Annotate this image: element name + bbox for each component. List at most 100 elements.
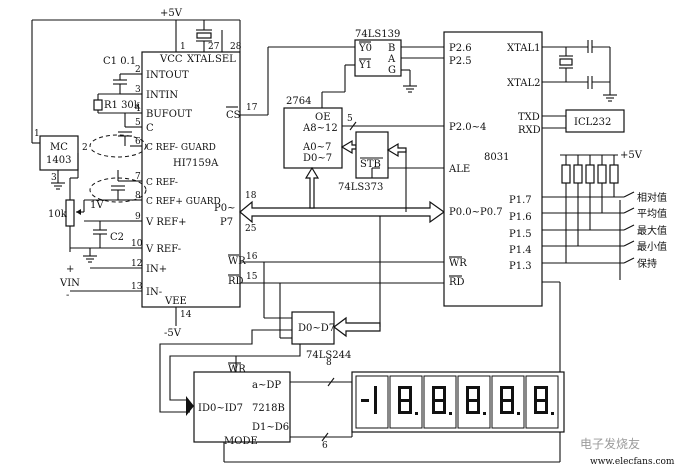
display-digit [389,375,423,429]
hi7159-pin28: 28 [230,42,242,52]
guard-ring-1 [89,134,147,158]
vin-label: VIN [59,278,80,289]
svg-text:6: 6 [135,137,141,147]
svg-text:INTIN: INTIN [146,90,178,101]
icm7218-id: ID0~ID7 [198,403,243,414]
ls139-a: A [387,54,396,65]
chip2764-bus5: 5 [347,114,353,124]
chip2764-name: 2764 [286,96,311,107]
ls139-y0: Y0 [358,43,372,54]
vcc-label: +5V [160,8,183,19]
mc1403-pin2: 2 [82,143,88,153]
hi7159-p7-label: P7 [220,217,233,228]
cpu-pin-p0: P0.0~P0.7 [449,207,503,218]
icm7218-d16: D1~D6 [252,422,289,433]
svg-text:INTOUT: INTOUT [146,70,189,81]
guard-ring-2 [89,177,147,203]
cpu-p16: P1.6 [509,212,532,223]
ls139-b: B [388,43,395,54]
svg-text:IN-: IN- [146,287,162,298]
svg-text:10: 10 [131,239,143,249]
svg-text:9: 9 [135,212,141,222]
data-bus-arrow [239,200,446,224]
r1-label: R1 30k [104,100,141,111]
display-digit [355,375,389,429]
ls139-g: G [388,65,396,76]
hi7159-cs-pin: 17 [246,103,258,113]
svg-text:13: 13 [131,282,143,292]
icm7218-mode: MODE [224,436,258,447]
hi7159-rd-label: RD [228,276,244,287]
icl232-chip [565,109,625,133]
cpu-pin-p26: P2.6 [449,43,472,54]
watermark: 电子发烧友 [580,436,640,451]
cpu-rxd: RXD [518,125,541,136]
vee-label: -5V [164,328,182,339]
potentiometer-10k[interactable] [65,199,75,227]
key-minimum[interactable]: 最小值 [637,240,667,253]
display-digits [355,375,559,429]
svg-text:V REF-: V REF- [145,244,181,255]
key-hold[interactable]: 保持 [637,257,657,270]
pot-label: 10k [48,209,68,220]
hi7159-p0-pin: 18 [245,191,257,201]
cpu-xtal2: XTAL2 [507,78,540,89]
hi7159-xtal-label: XTAL [187,54,214,65]
key-relative[interactable]: 相对值 [637,191,667,204]
svg-text:C REF- GUARD: C REF- GUARD [146,143,216,153]
c1-label: C1 0.1 [103,56,136,67]
svg-text:BUFOUT: BUFOUT [146,109,192,120]
cpu-xtal1: XTAL1 [507,43,540,54]
crystal-hi7159 [196,32,212,39]
hi7159-pin27: 27 [208,42,220,52]
icm7218-chip [193,371,291,443]
ls139-name: 74LS139 [355,29,400,40]
cpu-pin-p25: P2.5 [449,56,472,67]
vin-plus: + [66,264,74,275]
vcc-right-label: +5V [620,150,643,161]
cpu-p13: P1.3 [509,261,532,272]
hi7159-cs-label: CS [226,110,241,121]
icm7218-bus6: 6 [322,441,328,451]
hi7159-chip [141,51,241,308]
cpu-pin-rd: RD [449,277,465,288]
cpu-pin-wr: WR [449,258,467,269]
hi7159-wr-pin: 16 [246,252,258,262]
ls244-chip [291,311,335,345]
hi7159-pin1: 1 [180,42,186,52]
chip2764 [283,107,343,169]
ls373-stb: STB [360,159,381,170]
svg-text:C REF+ GUARD: C REF+ GUARD [146,197,221,207]
display-digit [423,375,457,429]
mc1403-name2: 1403 [46,155,71,166]
key-maximum[interactable]: 最大值 [637,224,667,237]
cpu-name: 8031 [484,152,509,163]
cpu-p17: P1.7 [509,195,532,206]
svg-text:C REF-: C REF- [146,178,178,188]
hi7159-vee-pin: 14 [180,310,192,320]
hi7159-wr-label: WR [228,256,246,267]
display-digit [491,375,525,429]
r1-resistor [93,99,103,111]
ls244-name: 74LS244 [306,350,351,361]
icl232-name: ICL232 [574,117,611,128]
vin-minus: - [66,290,69,301]
mc1403-pin3: 3 [51,173,57,183]
cpu-p14: P1.4 [509,245,532,256]
hi7159-p0-pin2: 25 [245,224,257,234]
mc1403-pin1: 1 [34,129,40,139]
svg-text:5: 5 [135,118,141,128]
cpu-pin-p20: P2.0~4 [449,122,486,133]
svg-text:7: 7 [135,172,141,182]
key-average[interactable]: 平均值 [637,207,667,220]
svg-text:8: 8 [135,191,141,201]
cpu-txd: TXD [518,112,540,123]
v1-label: 1V [90,200,104,211]
hi7159-sel-label: SEL [215,54,236,65]
key-switches [542,191,635,280]
hi7159-rd-pin: 15 [246,272,258,282]
icm7218-adp: a~DP [252,380,281,391]
ls373-name: 74LS373 [338,182,383,193]
